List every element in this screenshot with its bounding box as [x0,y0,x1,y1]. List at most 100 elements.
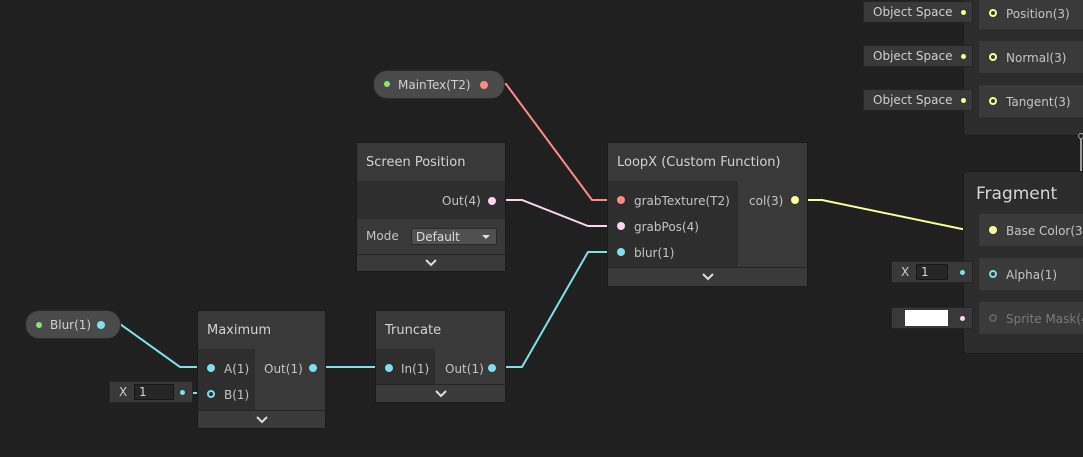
triangle-down-icon [482,235,490,239]
collapse-button[interactable] [198,410,325,428]
vertex-slot-normal[interactable]: Normal(3) [979,41,1083,73]
wire-screenpos-to-grabpos [493,199,620,227]
inline-connector [961,98,966,103]
blur-property-node[interactable]: Blur(1) [25,310,121,339]
input-label: blur(1) [634,246,675,260]
b-port-label: B(1) [224,388,250,402]
screen-position-node[interactable]: Screen Position Out(4) Mode Default [356,142,506,272]
axis-label: X [901,265,910,279]
node-title[interactable]: Truncate [376,311,505,349]
wire-maintex-to-grabtexture [486,83,620,201]
property-dot [36,322,42,328]
sprite-mask-inline-input [891,307,973,329]
fragment-slot-base-color[interactable]: Base Color(3) [979,214,1083,246]
truncate-in-port[interactable] [385,364,393,372]
alpha-inline-input: X 1 [891,261,973,283]
space-label: Object Space [873,49,953,63]
alpha-port[interactable] [989,270,997,278]
truncate-node[interactable]: Truncate In(1) Out(1) [375,310,506,403]
blur-label: Blur(1) [50,318,92,332]
grabpos-port[interactable] [617,222,625,230]
tangent-space-inline[interactable]: Object Space [863,89,973,111]
axis-label: X [119,385,128,399]
output-column [256,349,325,411]
screenpos-out-port[interactable] [488,197,496,205]
position-space-inline[interactable]: Object Space [863,1,973,23]
chevron-down-icon [425,259,437,267]
input-column [608,181,738,269]
fragment-context-block: Fragment Base Color(3) Alpha(1) Sprite M… [963,171,1083,354]
inline-connector [961,54,966,59]
tangent-port[interactable] [989,97,997,105]
sprite-mask-port[interactable] [989,314,997,322]
normal-port[interactable] [989,53,997,61]
vertex-context-block: Position(3) Normal(3) Tangent(3) [963,0,1083,136]
chevron-down-icon [255,415,268,423]
maximum-node[interactable]: Maximum A(1) B(1) Out(1) [197,310,326,429]
inline-connector [961,10,966,15]
slot-label: Alpha(1) [1006,268,1058,282]
slot-label: Sprite Mask(4) [1006,312,1083,326]
mode-dropdown[interactable]: Default [411,228,497,245]
chevron-down-icon [701,273,714,281]
maximum-b-port[interactable] [207,390,215,398]
blur-output-port[interactable] [97,321,105,329]
out-port-label: Out(4) [442,194,481,208]
out-port-label: Out(1) [445,362,484,376]
node-title[interactable]: LoopX (Custom Function) [608,143,807,181]
property-dot [384,81,390,87]
base-color-port[interactable] [989,226,997,234]
collapse-button[interactable] [376,384,505,402]
in-port-label: In(1) [401,362,430,376]
position-port[interactable] [989,9,997,17]
slot-label: Position(3) [1006,7,1070,21]
fragment-slot-sprite-mask[interactable]: Sprite Mask(4) [979,302,1083,334]
maximum-b-inline-input: X 1 [109,381,193,403]
color-swatch[interactable] [905,310,948,326]
vertex-slot-tangent[interactable]: Tangent(3) [979,85,1083,117]
mode-row: Mode Default [357,219,505,255]
slot-label: Normal(3) [1006,51,1067,65]
maximum-a-port[interactable] [207,364,215,372]
truncate-out-port[interactable] [488,364,496,372]
inline-connector [960,270,965,275]
block-link-line [1080,139,1082,175]
collapse-button[interactable] [357,254,505,271]
vertex-slot-position[interactable]: Position(3) [979,0,1083,29]
loopx-custom-function-node[interactable]: LoopX (Custom Function) grabTexture(T2) … [607,142,808,287]
maintex-label: MainTex(T2) [398,78,471,92]
maintex-output-port[interactable] [480,81,488,89]
out-port-label: col(3) [749,194,784,208]
output-column [739,181,807,269]
blur-port[interactable] [617,248,625,256]
mode-value: Default [416,229,460,244]
chevron-down-icon [434,389,447,397]
node-output-area [357,181,505,219]
alpha-value: 1 [921,265,929,279]
a-port-label: A(1) [224,362,250,376]
fragment-title: Fragment [976,184,1058,204]
inline-connector [960,316,965,321]
node-title[interactable]: Maximum [198,311,325,349]
maintex-property-node[interactable]: MainTex(T2) [373,70,505,99]
block-connector [1078,133,1083,139]
mode-label: Mode [366,229,399,243]
slot-label: Tangent(3) [1006,95,1071,109]
space-label: Object Space [873,5,953,19]
input-label: grabPos(4) [634,220,699,234]
out-port-label: Out(1) [264,362,303,376]
wire-truncate-to-blur [493,251,620,368]
node-title[interactable]: Screen Position [357,143,505,181]
grabtexture-port[interactable] [617,196,625,204]
space-label: Object Space [873,93,953,107]
alpha-value-field[interactable]: 1 [916,264,948,280]
b-value-field[interactable]: 1 [134,384,174,400]
normal-space-inline[interactable]: Object Space [863,45,973,67]
inline-connector [180,390,185,395]
fragment-slot-alpha[interactable]: Alpha(1) [979,258,1083,290]
input-label: grabTexture(T2) [634,194,730,208]
maximum-out-port[interactable] [309,364,317,372]
collapse-button[interactable] [608,267,807,286]
input-column [198,349,255,411]
loopx-out-port[interactable] [791,196,799,204]
